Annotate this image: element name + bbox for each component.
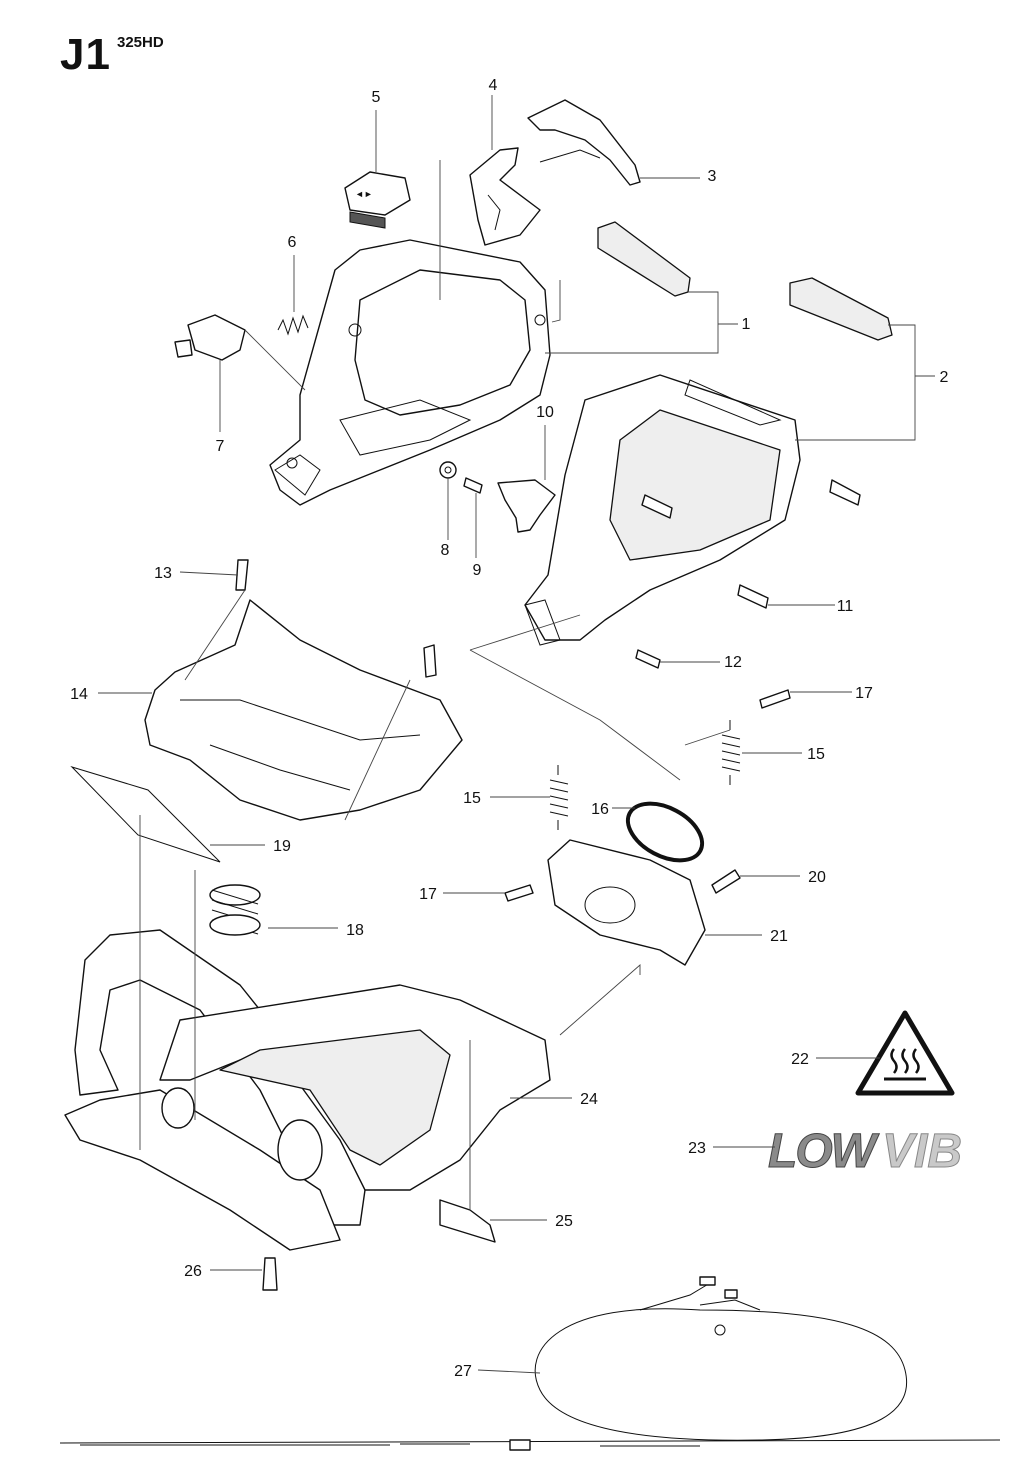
svg-text:◄►: ◄► (355, 189, 373, 199)
part-lever-10 (497, 479, 556, 533)
part-trigger-lockout (469, 147, 541, 246)
callout-9: 9 (473, 562, 482, 579)
part-throttle-trigger (527, 99, 641, 186)
part-screw-shield-right (423, 644, 437, 678)
part-o-ring (625, 801, 705, 863)
part-washer (439, 461, 457, 479)
callout-19: 19 (273, 838, 291, 855)
part-cable-27 (59, 1276, 1001, 1451)
part-screws-17-20 (504, 689, 791, 902)
callout-16: 16 (591, 801, 609, 818)
leader-lines (98, 95, 935, 1374)
callout-15-left: 15 (463, 790, 481, 807)
callout-21: 21 (770, 928, 788, 945)
part-insulation-sheet (70, 765, 221, 863)
callout-15-right: 15 (807, 746, 825, 763)
callout-20: 20 (808, 869, 826, 886)
callout-17-left: 17 (419, 886, 437, 903)
callout-23: 23 (688, 1140, 706, 1157)
part-vibration-mount (547, 839, 706, 966)
callout-24: 24 (580, 1091, 598, 1108)
callout-10: 10 (536, 404, 554, 421)
callout-labels: 5 4 3 6 1 2 10 7 8 9 13 11 12 14 17 15 1… (70, 77, 948, 1380)
callout-18: 18 (346, 922, 364, 939)
callout-17-top: 17 (855, 685, 873, 702)
callout-12: 12 (724, 654, 742, 671)
callout-2: 2 (940, 369, 949, 386)
part-stop-switch: ◄► (344, 171, 411, 229)
callout-22: 22 (791, 1051, 809, 1068)
part-grip-insert-2 (789, 277, 893, 341)
hot-surface-warning-icon (855, 1010, 955, 1096)
part-screw-26 (262, 1257, 278, 1291)
callout-4: 4 (489, 77, 498, 94)
part-frame-springs (161, 1087, 323, 1181)
callout-26: 26 (184, 1263, 202, 1280)
part-screw-9 (463, 477, 483, 494)
callout-14: 14 (70, 686, 88, 703)
svg-text:VIB: VIB (882, 1125, 962, 1178)
svg-text:LOW: LOW (768, 1125, 880, 1178)
part-front-handle-frame (64, 929, 551, 1251)
part-spring-15-right (721, 720, 741, 785)
callout-11: 11 (837, 598, 854, 615)
callout-27: 27 (454, 1363, 472, 1380)
callout-1: 1 (742, 316, 751, 333)
callout-3: 3 (708, 168, 717, 185)
part-handle-housing-left (269, 239, 551, 506)
callout-8: 8 (441, 542, 450, 559)
part-clip-25 (439, 1199, 496, 1243)
part-heat-shield (144, 599, 463, 821)
page-code: J1 (60, 30, 111, 79)
part-spring-small (277, 314, 309, 336)
part-screws-housing (635, 479, 861, 669)
model-name: 325HD (117, 34, 164, 51)
callout-5: 5 (372, 89, 381, 106)
part-grip-insert-1 (597, 221, 691, 297)
part-lever-block (174, 314, 246, 361)
callout-25: 25 (555, 1213, 573, 1230)
part-spring-15-left (549, 765, 569, 830)
low-vib-logo: LOW VIB (768, 1125, 963, 1179)
callout-6: 6 (288, 234, 297, 251)
callout-13: 13 (154, 565, 172, 582)
part-spring-18 (209, 884, 261, 936)
callout-7: 7 (216, 438, 225, 455)
